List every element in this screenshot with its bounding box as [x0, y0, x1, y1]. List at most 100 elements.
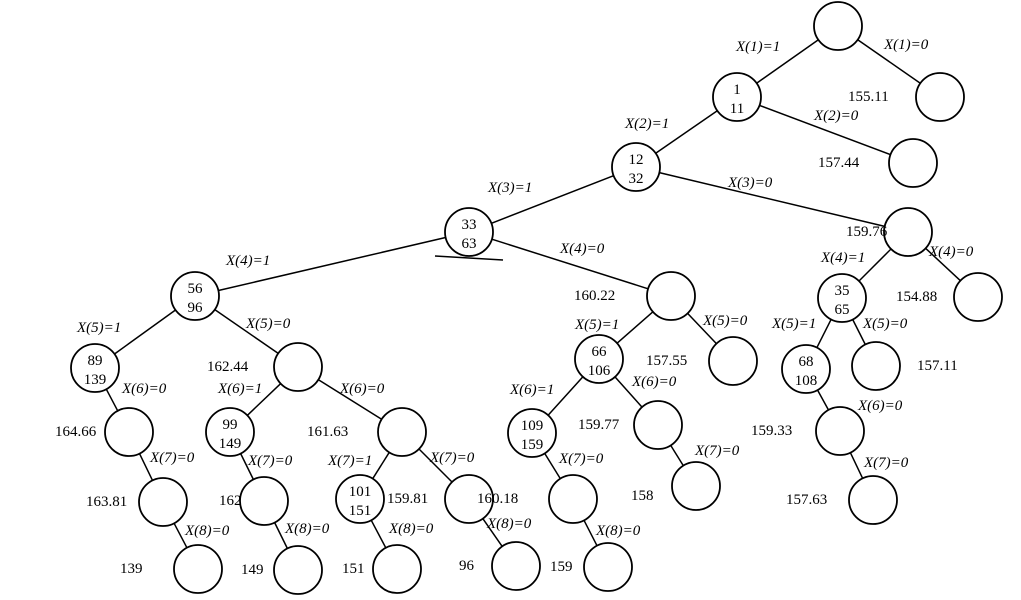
node-value-label: 157.11	[917, 358, 958, 374]
edge-n6e-n7f	[670, 445, 684, 466]
edge-r3-n4d	[925, 247, 961, 282]
node-bound-label: 139	[84, 372, 107, 388]
node-bound-label: 35	[835, 283, 850, 299]
tree-node-n8b	[273, 545, 323, 595]
edge-label: X(2)=1	[624, 116, 669, 132]
edge-label: X(1)=0	[883, 37, 929, 53]
node-value-label: 161.63	[307, 424, 348, 440]
edge-label: X(8)=0	[284, 521, 330, 537]
tree-node-n4b	[646, 271, 696, 321]
node-value-label: 160.18	[477, 491, 518, 507]
edge-n2-r3	[659, 171, 885, 228]
edge-label: X(5)=1	[574, 317, 619, 333]
node-bound-label: 89	[88, 353, 103, 369]
edge-n5c-n6e	[614, 376, 643, 408]
edge-label: X(4)=1	[820, 250, 865, 266]
edge-label: X(7)=0	[558, 451, 604, 467]
tree-node-n3	[444, 207, 494, 257]
tree-node-n7f	[671, 461, 721, 511]
edge-label: X(3)=1	[487, 180, 532, 196]
node-value-label: 164.66	[55, 424, 97, 440]
edge-label: X(4)=0	[559, 241, 605, 257]
edge-label: X(5)=1	[76, 320, 121, 336]
node-bound-label: 159	[521, 437, 544, 453]
edge-label: X(6)=1	[217, 381, 262, 397]
tree-node-n7b	[239, 476, 289, 526]
node-value-label: 139	[120, 561, 143, 577]
edge-label: X(8)=0	[184, 523, 230, 539]
edge-label: X(7)=1	[327, 453, 372, 469]
tree-node-n5b	[273, 342, 323, 392]
tree-node-n4a	[170, 271, 220, 321]
tree-node-n6a	[104, 407, 154, 457]
tree-node-root	[813, 1, 863, 51]
edge-n6b-n7b	[239, 453, 255, 480]
edge-label: X(6)=0	[339, 381, 385, 397]
node-bound-label: 65	[835, 302, 850, 318]
tree-node-n5d	[708, 336, 758, 386]
edge-n3-n4a	[218, 236, 446, 292]
tree-node-n5a	[70, 343, 120, 393]
node-value-label: 159.76	[846, 224, 888, 240]
edge-n6c-n7d	[418, 448, 453, 483]
node-value-label: 96	[459, 558, 475, 574]
edge-label: X(6)=0	[857, 398, 903, 414]
edge-label: X(6)=0	[121, 381, 167, 397]
edge-label: X(6)=0	[631, 374, 677, 390]
edge-label: X(7)=0	[149, 450, 195, 466]
node-value-label: 158	[631, 488, 654, 504]
tree-node-r3	[883, 207, 933, 257]
tree-node-n7e	[548, 474, 598, 524]
edge-root-n1	[756, 39, 819, 84]
nodes-layer: 1111232336356963565891396610668108991491…	[70, 1, 1003, 595]
edge-n7c-n8c	[370, 519, 387, 549]
edge-n6f-n7g	[849, 452, 864, 479]
edge-label: X(3)=0	[727, 175, 773, 191]
node-value-label: 159.77	[578, 417, 620, 433]
tree-node-n8e	[583, 542, 633, 592]
node-value-label: 160.22	[574, 288, 615, 304]
tree-node-n2	[611, 142, 661, 192]
edge-n4b-n5c	[616, 311, 654, 344]
node-bound-label: 149	[219, 436, 242, 452]
edge-n4a-n5a	[114, 309, 176, 355]
tree-node-n8a	[173, 544, 223, 594]
node-bound-label: 33	[462, 217, 477, 233]
tree-node-n5f	[851, 341, 901, 391]
edge-label: X(8)=0	[388, 521, 434, 537]
tree-node-n8d	[491, 541, 541, 591]
node-value-label: 157.44	[818, 155, 860, 171]
tree-node-r1	[915, 72, 965, 122]
edge-label: X(7)=0	[247, 453, 293, 469]
node-value-label: 151	[342, 561, 365, 577]
edge-label: X(1)=1	[735, 39, 780, 55]
edge-label: X(5)=0	[702, 313, 748, 329]
edge-n3-n4b	[491, 238, 649, 290]
node-bound-label: 1	[733, 82, 741, 98]
edge-label: X(7)=0	[429, 450, 475, 466]
edge-label: X(4)=0	[928, 244, 974, 260]
node-bound-label: 108	[795, 373, 818, 389]
edge-root-r1	[857, 39, 921, 84]
prune-mark	[434, 255, 504, 261]
node-bound-label: 106	[588, 363, 611, 379]
edge-n7b-n8b	[273, 522, 289, 549]
edge-n6c-n7c	[372, 451, 390, 480]
edge-label: X(5)=1	[771, 316, 816, 332]
edges-layer	[105, 39, 961, 549]
edge-label: X(5)=0	[862, 316, 908, 332]
node-value-label: 149	[241, 562, 264, 578]
edge-n4c-n5e	[816, 319, 832, 348]
node-bound-label: 109	[521, 418, 544, 434]
edge-r3-n4c	[858, 248, 892, 282]
edge-n5c-n6d	[547, 376, 584, 416]
node-bound-label: 12	[629, 152, 644, 168]
edge-n4a-n5b	[214, 308, 279, 355]
tree-node-n4d	[953, 272, 1003, 322]
node-value-label: 159.33	[751, 423, 792, 439]
edge-label: X(6)=1	[509, 382, 554, 398]
edge-n1-n2	[655, 110, 718, 154]
node-value-label: 157.55	[646, 353, 687, 369]
